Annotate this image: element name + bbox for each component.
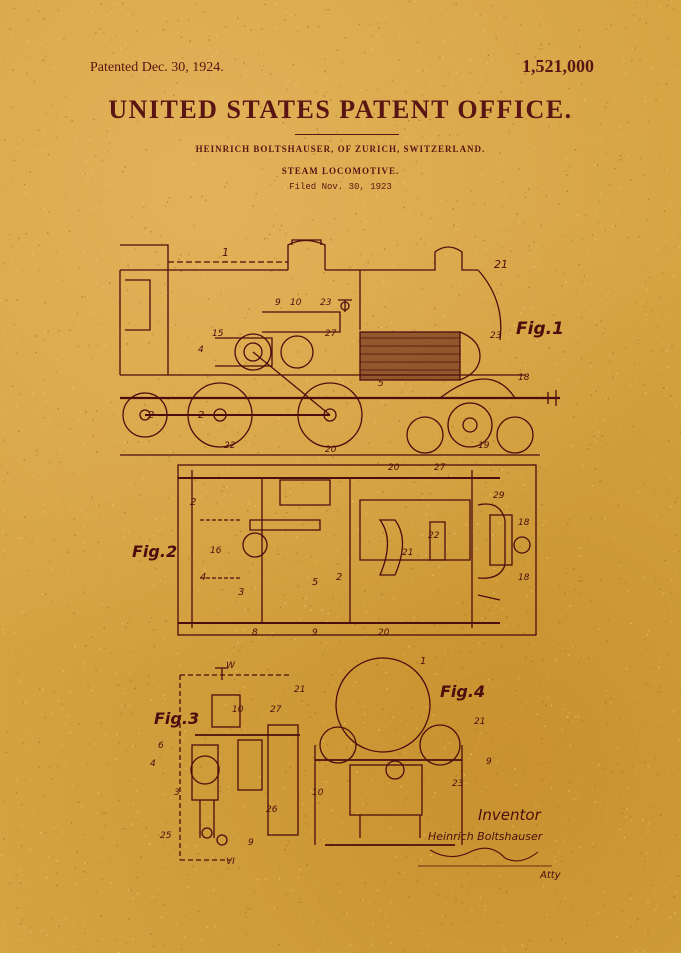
- invention-title: STEAM LOCOMOTIVE.: [281, 166, 400, 176]
- svg-text:5: 5: [378, 379, 384, 389]
- svg-text:4: 4: [200, 572, 206, 583]
- svg-text:6: 6: [158, 741, 164, 751]
- svg-text:2: 2: [190, 497, 196, 508]
- svg-text:10: 10: [312, 788, 324, 798]
- patent-number: 1,521,000: [522, 56, 594, 76]
- svg-text:27: 27: [270, 705, 282, 715]
- signature-block: Inventor Heinrich Boltshauser Atty: [418, 806, 562, 881]
- fig1-label: Fig.1: [516, 319, 564, 339]
- svg-text:4: 4: [198, 345, 204, 355]
- svg-text:10: 10: [232, 705, 244, 715]
- svg-text:1: 1: [420, 656, 426, 667]
- svg-text:2: 2: [198, 410, 204, 421]
- signature-name: Heinrich Boltshauser: [428, 830, 544, 843]
- svg-text:16: 16: [210, 546, 222, 556]
- filed-date: Filed Nov. 30, 1923: [289, 182, 392, 192]
- svg-text:21: 21: [494, 258, 508, 271]
- attorney-label: Atty: [539, 870, 562, 881]
- svg-text:9: 9: [248, 838, 254, 848]
- svg-text:1: 1: [222, 246, 229, 259]
- svg-text:9: 9: [275, 298, 281, 308]
- title-rule: [295, 134, 399, 135]
- svg-text:18: 18: [518, 573, 530, 583]
- patent-date: Patented Dec. 30, 1924.: [90, 60, 224, 75]
- svg-text:21: 21: [474, 717, 485, 727]
- svg-text:23: 23: [452, 779, 464, 789]
- svg-text:VI: VI: [226, 857, 235, 867]
- svg-text:27: 27: [434, 463, 446, 473]
- fig2-label: Fig.2: [132, 542, 177, 561]
- svg-text:29: 29: [493, 491, 505, 501]
- svg-text:26: 26: [266, 805, 278, 815]
- svg-text:25: 25: [160, 831, 172, 841]
- office-title: UNITED STATES PATENT OFFICE.: [108, 95, 573, 124]
- svg-text:8: 8: [252, 628, 258, 638]
- svg-text:23: 23: [320, 298, 332, 308]
- svg-text:4: 4: [150, 759, 156, 769]
- svg-text:9: 9: [486, 757, 492, 767]
- svg-text:23: 23: [490, 331, 502, 341]
- svg-text:22: 22: [224, 441, 236, 451]
- svg-text:27: 27: [325, 329, 337, 339]
- svg-text:18: 18: [518, 373, 530, 383]
- svg-text:3: 3: [238, 587, 244, 598]
- svg-text:20: 20: [378, 628, 390, 638]
- figure-3-section: W 10 27 6 4 3 26 25 9 VI Fig.3: [150, 661, 300, 867]
- svg-text:2: 2: [148, 410, 154, 421]
- signature-caption: Inventor: [478, 806, 542, 824]
- svg-text:18: 18: [518, 518, 530, 528]
- svg-text:5: 5: [312, 577, 318, 588]
- svg-text:20: 20: [388, 463, 400, 473]
- svg-text:10: 10: [290, 298, 302, 308]
- fig4-label: Fig.4: [440, 682, 485, 701]
- svg-text:3: 3: [174, 788, 180, 798]
- svg-text:19: 19: [478, 441, 490, 451]
- svg-text:22: 22: [428, 531, 440, 541]
- svg-text:15: 15: [212, 329, 224, 339]
- figure-2-plan-view: 2 20 27 29 18 18 22 21 16 4 3 5 2 8 9 20…: [132, 463, 537, 638]
- svg-text:9: 9: [312, 628, 318, 638]
- svg-text:W: W: [226, 661, 236, 671]
- svg-text:2: 2: [336, 572, 342, 583]
- inventor-line: HEINRICH BOLTSHAUSER, OF ZURICH, SWITZER…: [195, 144, 486, 154]
- figure-4-cross-section: 1 21 21 9 23 10 Fig.4: [294, 656, 492, 846]
- fig3-label: Fig.3: [154, 709, 199, 728]
- svg-text:21: 21: [294, 685, 305, 695]
- svg-text:20: 20: [325, 445, 337, 455]
- signature-scribble: [429, 847, 539, 862]
- figure-1-side-elevation: 1 21 9 10 23 27 15 4 23 18 5 2 2 22 20 1…: [119, 239, 564, 456]
- svg-text:21: 21: [402, 548, 413, 558]
